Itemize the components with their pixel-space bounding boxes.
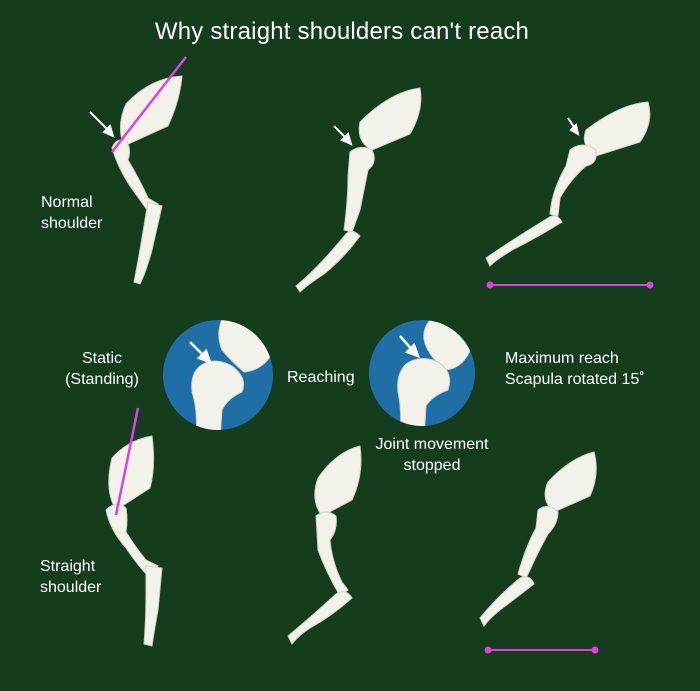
normal-scapula-angle-line <box>111 56 187 153</box>
pointer-arrow-icon <box>333 125 353 146</box>
normal-shoulder-reaching-bones <box>295 87 422 293</box>
pointer-arrow-icon <box>89 111 115 138</box>
reach-extent-line <box>486 281 654 289</box>
normal-shoulder-max-reach-bones <box>485 101 651 267</box>
static-label: Static (Standing) <box>65 350 139 388</box>
straight-shoulder-label: Straight shoulder <box>40 558 102 596</box>
reaching-joint-inset <box>369 320 475 426</box>
reach-extent-line <box>484 646 599 654</box>
straight-shoulder-reaching-bones <box>287 445 362 645</box>
page-title: Why straight shoulders can't reach <box>154 18 530 45</box>
reaching-label: Reaching <box>287 369 355 386</box>
static-joint-inset <box>163 320 273 430</box>
normal-shoulder-label: Normal shoulder <box>41 194 103 232</box>
normal-shoulder-static-bones <box>111 75 183 285</box>
straight-shoulder-static-bones <box>105 435 163 647</box>
maximum-reach-label: Maximum reach Scapula rotated 15˚ <box>505 350 645 388</box>
joint-movement-label: Joint movement stopped <box>375 436 489 474</box>
straight-scapula-angle-line <box>114 407 140 516</box>
straight-shoulder-max-reach-bones <box>479 451 597 627</box>
pointer-arrow-icon <box>567 117 580 136</box>
